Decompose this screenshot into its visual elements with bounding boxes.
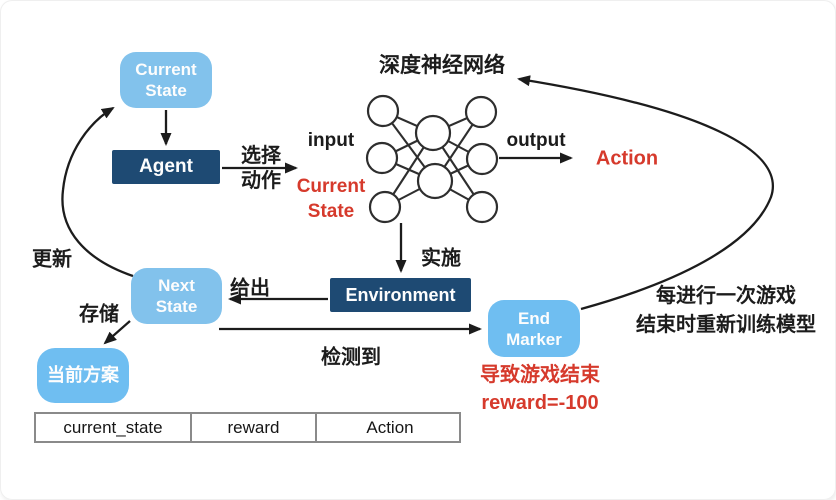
game-over-line2: reward=-100 <box>481 392 599 414</box>
table-cell-action: Action <box>315 414 463 441</box>
game-over-note: 导致游戏结束 reward=-100 <box>480 361 600 417</box>
environment-box: Environment <box>330 278 471 312</box>
agent-label: Agent <box>139 156 193 177</box>
end-marker-label-line1: End <box>517 308 551 328</box>
curve-nextstate-to-currentstate <box>61 106 134 278</box>
end-marker-label-line2: Marker <box>506 329 562 349</box>
table-cell-current-state: current_state <box>63 417 163 437</box>
curve-endmarker-to-network <box>517 75 774 311</box>
next-state-box: Next State <box>131 268 222 324</box>
select-action-label: 选择 动作 <box>241 144 281 194</box>
current-state-label-line1: Current <box>135 60 197 79</box>
arrow-nextstate-to-plan <box>103 320 131 345</box>
select-action-line1: 选择 <box>241 145 281 167</box>
table-cell-reward: reward <box>190 414 315 441</box>
game-over-line1: 导致游戏结束 <box>480 364 600 386</box>
store-label: 存储 <box>79 303 119 326</box>
select-action-line2: 动作 <box>241 170 281 192</box>
neural-network-nodes <box>365 94 499 224</box>
retrain-line1: 每进行一次游戏 <box>656 285 796 307</box>
next-state-label-line1: Next <box>158 276 195 295</box>
network-title: 深度神经网络 <box>379 54 505 77</box>
network-input-state-line1: Current <box>296 176 366 197</box>
next-state-label-line2: State <box>155 297 198 316</box>
memory-table: current_state reward Action <box>34 412 461 443</box>
retrain-line2: 结束时重新训练模型 <box>636 314 816 336</box>
network-input-state-line2: State <box>307 201 355 222</box>
current-plan-box: 当前方案 <box>37 348 129 403</box>
update-label: 更新 <box>32 248 72 271</box>
implement-label: 实施 <box>421 247 461 270</box>
action-label: Action <box>595 147 659 170</box>
current-state-box: Current State <box>120 52 212 108</box>
retrain-note: 每进行一次游戏 结束时重新训练模型 <box>636 282 816 340</box>
input-label: input <box>307 130 355 151</box>
end-marker-box: End Marker <box>488 300 580 357</box>
environment-label: Environment <box>345 284 456 305</box>
output-label: output <box>506 130 566 151</box>
give-out-label: 给出 <box>230 277 270 300</box>
agent-box: Agent <box>112 150 220 184</box>
detected-label: 检测到 <box>321 346 381 369</box>
current-plan-label: 当前方案 <box>47 365 119 385</box>
network-input-state-label: Current State <box>297 174 366 224</box>
current-state-label-line2: State <box>145 81 187 100</box>
